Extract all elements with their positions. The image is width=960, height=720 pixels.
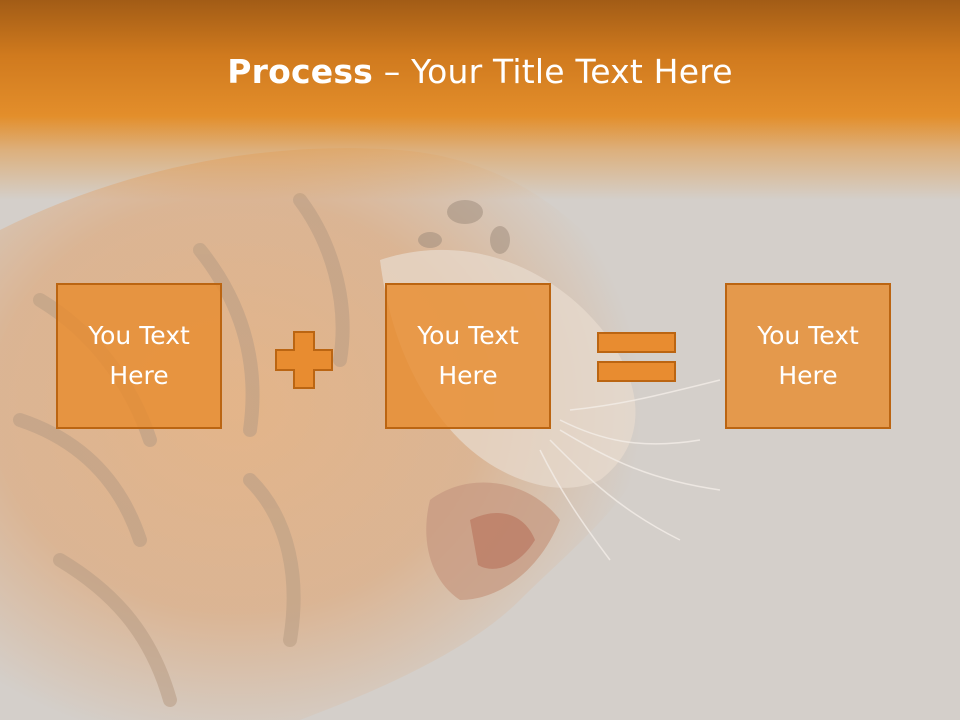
slide-title-bold: Process	[227, 52, 374, 91]
text-box-1[interactable]: You Text Here	[56, 283, 222, 429]
equals-icon	[597, 332, 676, 382]
slide-title-rest: – Your Title Text Here	[373, 52, 733, 91]
text-box-2[interactable]: You Text Here	[385, 283, 551, 429]
text-box-3[interactable]: You Text Here	[725, 283, 891, 429]
plus-icon	[275, 331, 333, 389]
slide-title: Process – Your Title Text Here	[0, 52, 960, 91]
header-band	[0, 0, 960, 200]
